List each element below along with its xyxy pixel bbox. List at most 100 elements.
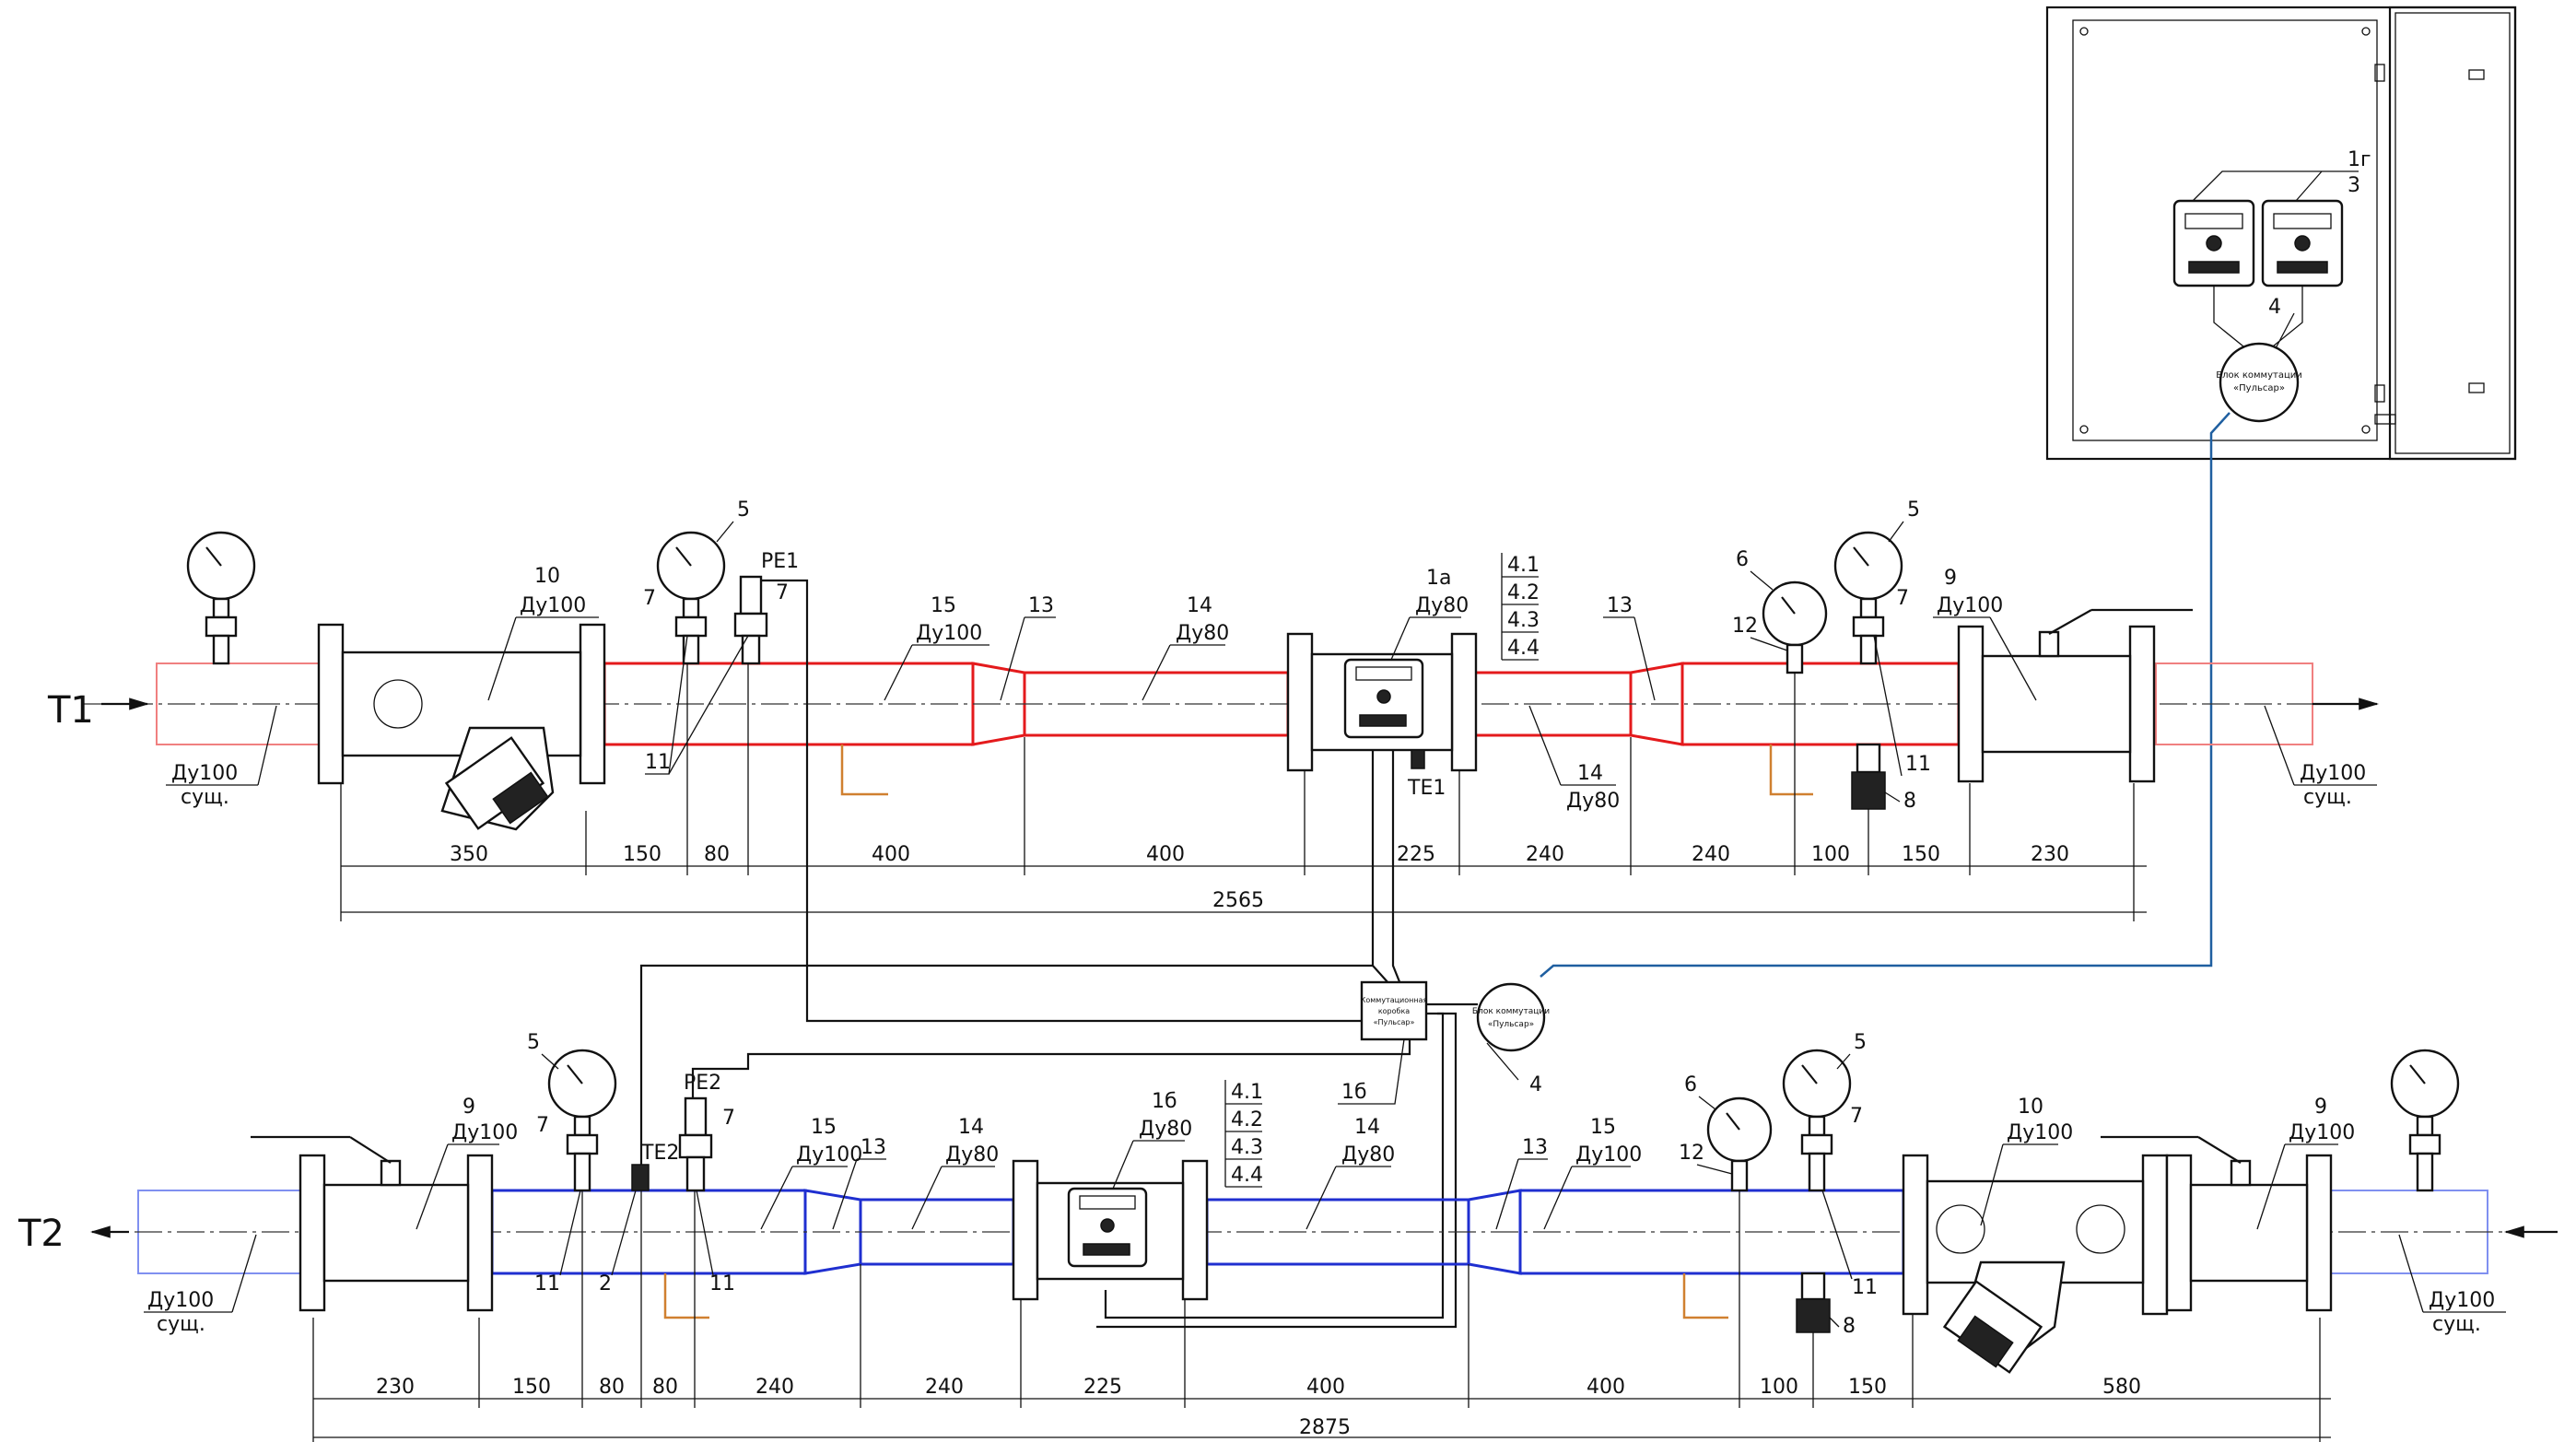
svg-text:5: 5 (1854, 1031, 1867, 1054)
svg-text:2: 2 (599, 1272, 612, 1295)
svg-text:240: 240 (755, 1376, 794, 1399)
svg-text:10: 10 (534, 565, 560, 588)
svg-text:9: 9 (1944, 567, 1957, 590)
svg-text:Ду100: Ду100 (1575, 1143, 1642, 1166)
ball-valve-top (1957, 608, 2193, 783)
svg-text:«Пульсар»: «Пульсар» (2233, 383, 2285, 393)
flow-meter-1a (1286, 632, 1478, 772)
pressure-gauge-outlet (2390, 1049, 2460, 1192)
svg-text:80: 80 (599, 1376, 625, 1399)
svg-text:Ду80: Ду80 (1341, 1143, 1395, 1166)
svg-text:Ду80: Ду80 (945, 1143, 999, 1166)
svg-text:коробка: коробка (1378, 1007, 1410, 1015)
svg-text:8: 8 (1843, 1315, 1856, 1338)
svg-text:Ду100: Ду100 (916, 622, 982, 645)
dimension-chain-bottom: 230 150 80 80 240 240 225 400 400 100 15… (312, 1190, 2331, 1442)
svg-text:Ду100: Ду100 (451, 1121, 518, 1144)
svg-text:13: 13 (1607, 594, 1633, 617)
svg-text:«Пульсар»: «Пульсар» (1374, 1018, 1415, 1026)
cabinet-label-bottom: 3 (2348, 174, 2360, 197)
dimension-chain-top: 350 150 80 400 400 225 240 240 100 150 2… (340, 663, 2147, 921)
svg-text:Ду100: Ду100 (147, 1289, 214, 1312)
control-cabinet: 1г 3 Блок коммутации «Пульсар» 4 (2045, 6, 2517, 461)
svg-text:400: 400 (1306, 1376, 1345, 1399)
svg-text:9: 9 (2314, 1096, 2327, 1119)
svg-text:14: 14 (1577, 762, 1603, 785)
svg-text:80: 80 (652, 1376, 678, 1399)
pressure-transmitter-pe2 (678, 1096, 713, 1192)
pressure-transmitter-pe1 (733, 575, 1362, 1023)
pressure-gauge-6-bottom (1706, 1096, 1773, 1192)
svg-text:4.1: 4.1 (1507, 554, 1540, 577)
svg-text:11: 11 (709, 1272, 735, 1295)
svg-text:7: 7 (776, 581, 789, 604)
svg-text:Ду100: Ду100 (796, 1143, 862, 1166)
svg-text:240: 240 (1692, 843, 1730, 866)
heat-meter-display-2 (2261, 199, 2344, 287)
svg-text:Коммутационная: Коммутационная (1361, 996, 1428, 1004)
svg-text:4.2: 4.2 (1507, 581, 1540, 604)
svg-text:сущ.: сущ. (181, 786, 229, 809)
svg-text:Ду100: Ду100 (2429, 1289, 2495, 1312)
svg-text:400: 400 (1146, 843, 1185, 866)
cabinet-label-top: 1г (2348, 148, 2371, 171)
svg-text:Ду100: Ду100 (1937, 594, 2003, 617)
svg-text:240: 240 (1526, 843, 1564, 866)
svg-text:4: 4 (1529, 1073, 1542, 1096)
svg-text:8: 8 (1903, 790, 1916, 813)
svg-text:«Пульсар»: «Пульсар» (1488, 1020, 1534, 1029)
svg-text:12: 12 (1679, 1142, 1704, 1165)
svg-text:TE1: TE1 (1407, 777, 1446, 800)
svg-text:13: 13 (1522, 1136, 1548, 1159)
svg-text:11: 11 (1905, 753, 1931, 776)
supply-line-t1: Т1 Ду100 сущ. Ду100 сущ. 10 Ду100 PE1 5 … (47, 498, 2380, 1023)
svg-text:5: 5 (527, 1031, 540, 1054)
svg-text:PE2: PE2 (684, 1072, 721, 1095)
svg-text:4.3: 4.3 (1231, 1136, 1263, 1159)
svg-text:150: 150 (1848, 1376, 1887, 1399)
t2-label: Т2 (18, 1213, 64, 1255)
svg-text:Ду100: Ду100 (2289, 1121, 2355, 1144)
svg-text:сущ.: сущ. (2303, 786, 2352, 809)
ball-valve-bottom-left (251, 1135, 494, 1312)
flow-meter-1b (1012, 1159, 1209, 1301)
total-length-bottom: 2875 (1299, 1416, 1351, 1439)
signal-cable (1540, 412, 2231, 978)
svg-text:7: 7 (643, 587, 656, 610)
svg-text:7: 7 (1850, 1105, 1863, 1128)
ball-valve-bottom-right (2101, 1135, 2333, 1312)
svg-text:PE1: PE1 (761, 550, 799, 573)
svg-text:15: 15 (811, 1116, 837, 1139)
temperature-sensor-te2 (631, 1164, 650, 1191)
svg-text:150: 150 (623, 843, 662, 866)
svg-text:9: 9 (463, 1096, 475, 1119)
svg-text:225: 225 (1083, 1376, 1122, 1399)
svg-text:5: 5 (1907, 498, 1920, 522)
svg-text:Ду80: Ду80 (1415, 594, 1469, 617)
svg-text:4.1: 4.1 (1231, 1081, 1263, 1104)
svg-text:4.4: 4.4 (1231, 1164, 1263, 1187)
pressure-gauge-5-bottom-left (547, 1049, 617, 1192)
svg-text:Ду100: Ду100 (171, 762, 238, 785)
svg-text:Ду100: Ду100 (520, 594, 586, 617)
return-line-t2: Т2 Ду100 сущ. Ду100 сущ. 9 Ду100 5 7 TE2… (18, 1031, 2558, 1442)
strainer-filter-top (317, 623, 606, 831)
pressure-gauge-5-left (656, 531, 726, 665)
svg-text:13: 13 (1028, 594, 1054, 617)
strainer-filter-bottom (1902, 1154, 2169, 1374)
svg-text:14: 14 (958, 1116, 984, 1139)
heat-meter-display-1 (2172, 199, 2255, 287)
svg-text:230: 230 (376, 1376, 415, 1399)
junction-box: Коммутационная коробка «Пульсар» 1б (1338, 980, 1428, 1105)
svg-text:1б: 1б (1341, 1081, 1367, 1104)
drain-valve-8-top (1851, 743, 1886, 810)
svg-text:5: 5 (737, 498, 750, 522)
svg-text:15: 15 (931, 594, 956, 617)
pressure-gauge-6 (1762, 580, 1828, 674)
svg-text:80: 80 (704, 843, 730, 866)
svg-text:сущ.: сущ. (2432, 1313, 2481, 1336)
svg-text:TE2: TE2 (640, 1142, 679, 1165)
svg-text:225: 225 (1397, 843, 1435, 866)
svg-text:Ду80: Ду80 (1176, 622, 1229, 645)
